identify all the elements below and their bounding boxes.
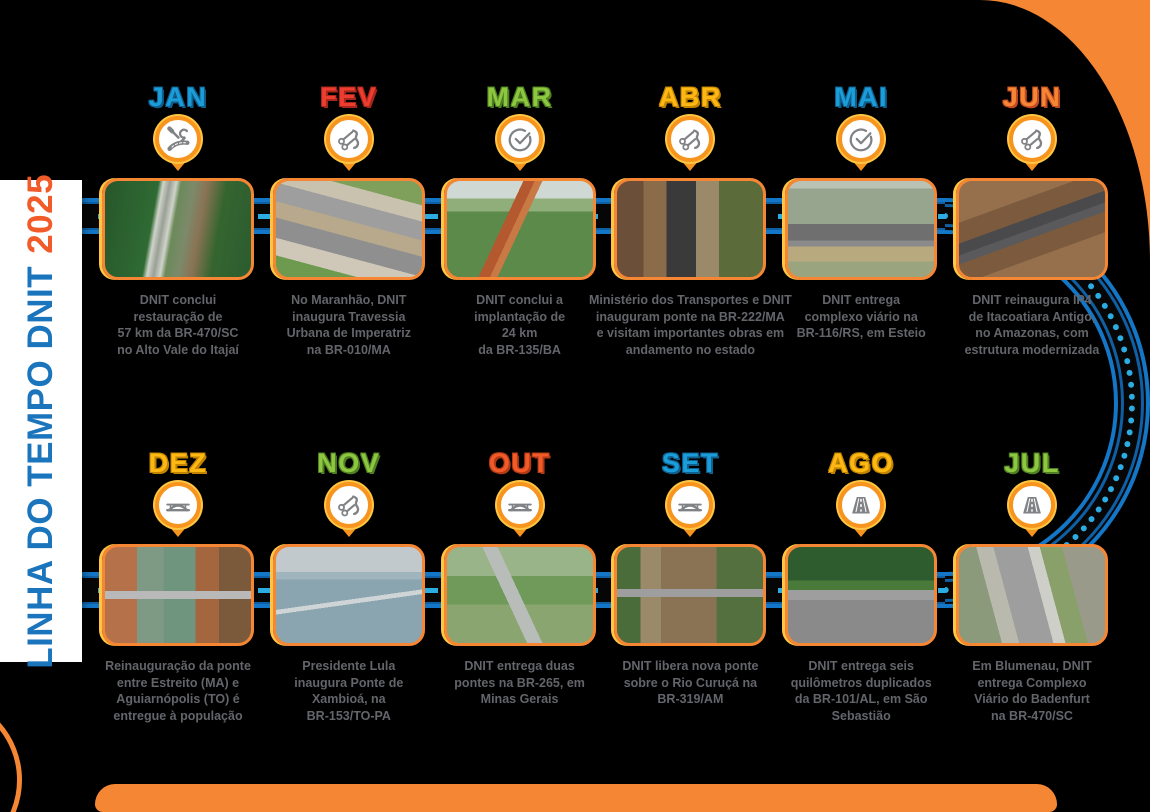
photo-urban-overpass — [272, 178, 425, 280]
photo-road-complex-city — [785, 178, 938, 280]
pin-pointer — [168, 525, 188, 547]
timeline-title-panel: LINHA DO TEMPO DNIT 2025 — [0, 174, 82, 668]
month-block-mar: MAR DNIT conclui a implantação de 24 km … — [440, 82, 600, 358]
pin-pointer — [680, 525, 701, 547]
month-block-abr: ABR Ministério dos Transportes e DNIT in… — [589, 82, 792, 358]
month-label-mar: MAR — [486, 82, 553, 112]
photo-road-complex-blumenau — [955, 544, 1108, 646]
photo-highway-green-hills — [443, 544, 596, 646]
road-maintenance-icon — [163, 124, 193, 154]
pin-pointer — [509, 525, 530, 547]
month-block-jun: JUN DNIT reinaugura IP4 de Itacoatiara A… — [952, 82, 1112, 358]
pin-pointer — [168, 159, 188, 181]
pin-pointer — [851, 525, 872, 547]
ribbon-cutting-icon — [334, 490, 364, 520]
month-caption-set: DNIT libera nova ponte sobre o Rio Curuç… — [622, 659, 759, 706]
month-label-jul: JUL — [1004, 448, 1060, 478]
check-icon — [505, 124, 535, 154]
month-label-set: SET — [661, 448, 719, 478]
photo-aerial-forest-highway — [102, 178, 254, 280]
bottom-left-arc-decoration — [0, 694, 22, 812]
month-pin-badge — [496, 482, 543, 528]
month-block-fev: FEV No Maranhão, DNIT inaugura Travessia… — [269, 82, 429, 358]
month-block-ago: AGO DNIT entrega seis quilômetros duplic… — [781, 448, 941, 724]
month-caption-dez: Reinauguração da ponte entre Estreito (M… — [105, 659, 251, 723]
month-label-nov: NOV — [317, 448, 381, 478]
month-label-fev: FEV — [320, 82, 378, 112]
ribbon-cutting-icon — [675, 124, 705, 154]
month-caption-mar: DNIT conclui a implantação de 24 km da B… — [474, 293, 566, 357]
month-block-mai: MAI DNIT entrega complexo viário na BR-1… — [781, 82, 941, 358]
photo-river-port-dock — [955, 178, 1108, 280]
photo-long-bridge-lake — [272, 544, 425, 646]
month-pin-badge — [1008, 116, 1055, 162]
month-pin-badge — [667, 116, 714, 162]
photo-duplicated-highway-truck — [785, 544, 938, 646]
month-caption-abr: Ministério dos Transportes e DNIT inaugu… — [588, 293, 792, 357]
month-label-ago: AGO — [828, 448, 895, 478]
bridge-icon — [675, 490, 705, 520]
month-caption-jun: DNIT reinaugura IP4 de Itacoatiara Antig… — [964, 293, 1100, 357]
month-block-dez: DEZ Reinauguração da ponte entre Estreit… — [98, 448, 258, 724]
month-caption-mai: DNIT entrega complexo viário na BR-116/R… — [796, 293, 926, 340]
month-block-nov: NOV Presidente Lula inaugura Ponte de Xa… — [269, 448, 429, 724]
pin-pointer — [1021, 159, 1042, 181]
month-caption-ago: DNIT entrega seis quilômetros duplicados… — [790, 659, 932, 723]
photo-new-road-through-plain — [443, 178, 596, 280]
bottom-orange-bar — [95, 784, 1057, 812]
check-icon — [846, 124, 876, 154]
page-title-text: LINHA DO TEMPO DNIT — [21, 265, 60, 669]
month-pin-badge — [155, 116, 201, 162]
month-caption-nov: Presidente Lula inaugura Ponte de Xambio… — [294, 659, 404, 723]
pin-pointer — [338, 525, 359, 547]
month-caption-out: DNIT entrega duas pontes na BR-265, em M… — [454, 659, 585, 706]
month-label-mai: MAI — [834, 82, 889, 112]
months-row-top: JAN DNIT conclui restauração de 57 km da… — [98, 82, 1112, 358]
months-row-bottom: DEZ Reinauguração da ponte entre Estreit… — [98, 448, 1112, 724]
month-label-jan: JAN — [148, 82, 208, 112]
month-caption-jul: Em Blumenau, DNIT entrega Complexo Viári… — [972, 659, 1092, 723]
highway-icon — [1017, 490, 1047, 520]
pin-pointer — [1021, 525, 1042, 547]
photo-bridge-over-river — [102, 544, 254, 646]
month-block-jul: JUL Em Blumenau, DNIT entrega Complexo V… — [952, 448, 1112, 724]
month-pin-badge — [496, 116, 543, 162]
month-label-abr: ABR — [658, 82, 722, 112]
month-pin-badge — [325, 482, 372, 528]
pin-pointer — [851, 159, 872, 181]
month-caption-fev: No Maranhão, DNIT inaugura Travessia Urb… — [286, 293, 411, 357]
month-label-dez: DEZ — [148, 448, 208, 478]
month-caption-jan: DNIT conclui restauração de 57 km da BR-… — [117, 293, 239, 357]
month-block-set: SET DNIT libera nova ponte sobre o Rio C… — [610, 448, 770, 724]
page-title-year: 2025 — [21, 173, 60, 254]
page-title: LINHA DO TEMPO DNIT 2025 — [21, 174, 61, 669]
month-pin-badge — [838, 116, 885, 162]
month-label-out: OUT — [488, 448, 551, 478]
bridge-icon — [505, 490, 535, 520]
ribbon-cutting-icon — [334, 124, 364, 154]
pin-pointer — [680, 159, 701, 181]
month-pin-badge — [838, 482, 885, 528]
month-pin-badge — [667, 482, 714, 528]
month-block-jan: JAN DNIT conclui restauração de 57 km da… — [98, 82, 258, 358]
month-pin-badge — [1008, 482, 1055, 528]
photo-bridge-worksite — [614, 178, 767, 280]
pin-pointer — [338, 159, 359, 181]
month-label-jun: JUN — [1002, 82, 1062, 112]
bridge-icon — [163, 490, 193, 520]
month-block-out: OUT DNIT entrega duas pontes na BR-265, … — [440, 448, 600, 724]
highway-icon — [846, 490, 876, 520]
pin-pointer — [509, 159, 530, 181]
month-pin-badge — [155, 482, 201, 528]
month-pin-badge — [325, 116, 372, 162]
ribbon-cutting-icon — [1017, 124, 1047, 154]
photo-bridge-muddy-river — [614, 544, 767, 646]
